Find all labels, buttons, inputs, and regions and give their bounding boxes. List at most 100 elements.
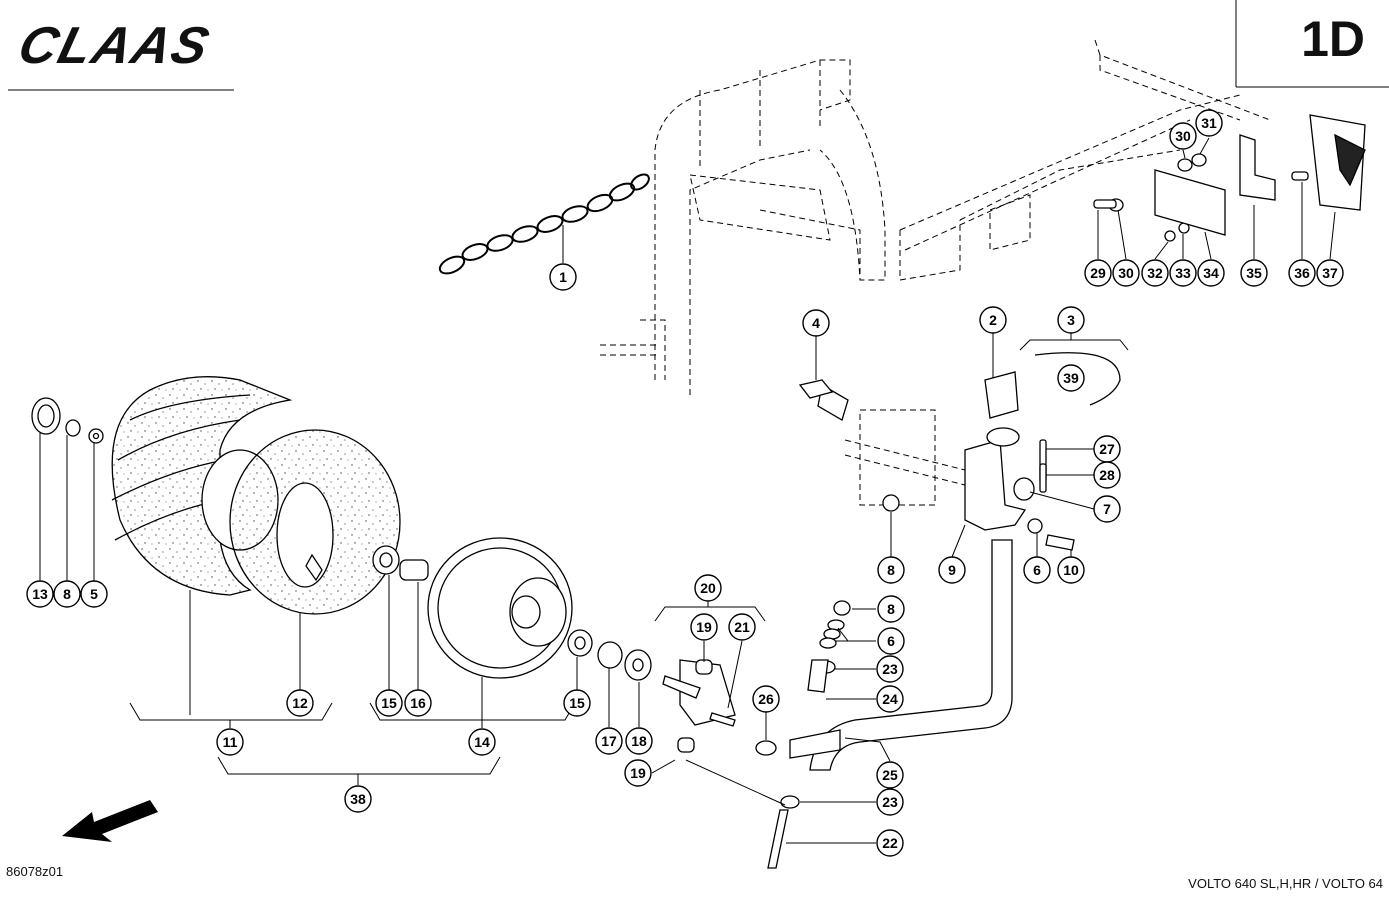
callout-6: 6	[1023, 556, 1051, 584]
callout-number: 5	[90, 586, 98, 602]
callout-circle	[286, 689, 314, 717]
callout-circle	[549, 263, 577, 291]
callout-number: 15	[381, 695, 397, 711]
rim-part	[229, 429, 401, 615]
callout-number: 23	[882, 661, 898, 677]
callout-30: 30	[1112, 259, 1140, 287]
callout-circle	[375, 689, 403, 717]
callout-circle	[1141, 259, 1169, 287]
callout-21: 21	[728, 613, 756, 641]
callout-number: 2	[989, 312, 997, 328]
callout-circle	[1240, 259, 1268, 287]
callout-1: 1	[549, 263, 577, 291]
callout-number: 39	[1063, 370, 1079, 386]
callout-circle	[404, 689, 432, 717]
callout-circle	[468, 728, 496, 756]
callout-number: 37	[1322, 265, 1338, 281]
callout-30: 30	[1169, 122, 1197, 150]
callout-4: 4	[802, 309, 830, 337]
callout-number: 3	[1067, 312, 1075, 328]
callout-36: 36	[1288, 259, 1316, 287]
callout-24: 24	[876, 685, 904, 713]
callout-number: 21	[734, 619, 750, 635]
callout-number: 18	[631, 733, 647, 749]
callout-13: 13	[26, 580, 54, 608]
callout-28: 28	[1093, 461, 1121, 489]
callout-number: 9	[948, 562, 956, 578]
callout-8: 8	[53, 580, 81, 608]
callout-circle	[1057, 556, 1085, 584]
callout-12: 12	[286, 689, 314, 717]
callout-15: 15	[563, 689, 591, 717]
callout-number: 22	[882, 835, 898, 851]
callout-11: 11	[216, 728, 244, 756]
callout-number: 10	[1063, 562, 1079, 578]
callout-number: 8	[63, 586, 71, 602]
callout-circle	[876, 788, 904, 816]
callout-circle	[1288, 259, 1316, 287]
small-hardware	[31, 153, 1207, 809]
callout-number: 6	[1033, 562, 1041, 578]
axle-arm-part	[662, 171, 1309, 869]
callout-37: 37	[1316, 259, 1344, 287]
callout-number: 31	[1201, 115, 1217, 131]
callout-circle	[216, 728, 244, 756]
callout-circle	[1169, 122, 1197, 150]
callout-number: 8	[887, 562, 895, 578]
callout-23: 23	[876, 788, 904, 816]
callout-circle	[344, 785, 372, 813]
callout-circle	[938, 556, 966, 584]
callout-34: 34	[1197, 259, 1225, 287]
callout-number: 27	[1099, 441, 1115, 457]
callout-number: 38	[350, 791, 366, 807]
callout-circle	[53, 580, 81, 608]
callout-number: 29	[1090, 265, 1106, 281]
callout-number: 17	[601, 733, 617, 749]
drawing-number: 86078z01	[6, 864, 64, 879]
callout-circle	[1084, 259, 1112, 287]
callout-15: 15	[375, 689, 403, 717]
callout-circle	[877, 595, 905, 623]
callout-10: 10	[1057, 556, 1085, 584]
callout-number: 36	[1294, 265, 1310, 281]
callout-27: 27	[1093, 435, 1121, 463]
callout-circle	[877, 627, 905, 655]
callout-31: 31	[1195, 109, 1223, 137]
callout-number: 35	[1246, 265, 1262, 281]
callout-number: 8	[887, 601, 895, 617]
callout-5: 5	[80, 580, 108, 608]
callout-26: 26	[752, 685, 780, 713]
callout-circle	[728, 613, 756, 641]
callout-circle	[876, 829, 904, 857]
callout-8: 8	[877, 556, 905, 584]
callout-2: 2	[979, 306, 1007, 334]
wheel-hub-part	[427, 537, 573, 679]
callout-35: 35	[1240, 259, 1268, 287]
callout-number: 16	[410, 695, 426, 711]
callout-circle	[876, 761, 904, 789]
callout-circle	[1093, 495, 1121, 523]
model-caption: VOLTO 640 SL,H,HR / VOLTO 64	[1188, 876, 1383, 891]
callout-3: 3	[1057, 306, 1085, 334]
callout-circle	[595, 727, 623, 755]
callout-number: 33	[1175, 265, 1191, 281]
machine-frame-outline	[600, 39, 1271, 506]
callout-39: 39	[1057, 364, 1085, 392]
callout-circle	[1112, 259, 1140, 287]
callout-number: 4	[812, 315, 820, 331]
callout-circle	[752, 685, 780, 713]
callout-20: 20	[694, 574, 722, 602]
callout-circle	[1195, 109, 1223, 137]
title-frame	[8, 0, 1389, 91]
callout-circle	[694, 574, 722, 602]
callout-number: 7	[1103, 501, 1111, 517]
callout-25: 25	[876, 761, 904, 789]
callout-7: 7	[1093, 495, 1121, 523]
callout-23: 23	[876, 655, 904, 683]
callout-19: 19	[690, 613, 718, 641]
callout-16: 16	[404, 689, 432, 717]
callout-number: 32	[1147, 265, 1163, 281]
callout-number: 13	[32, 586, 48, 602]
